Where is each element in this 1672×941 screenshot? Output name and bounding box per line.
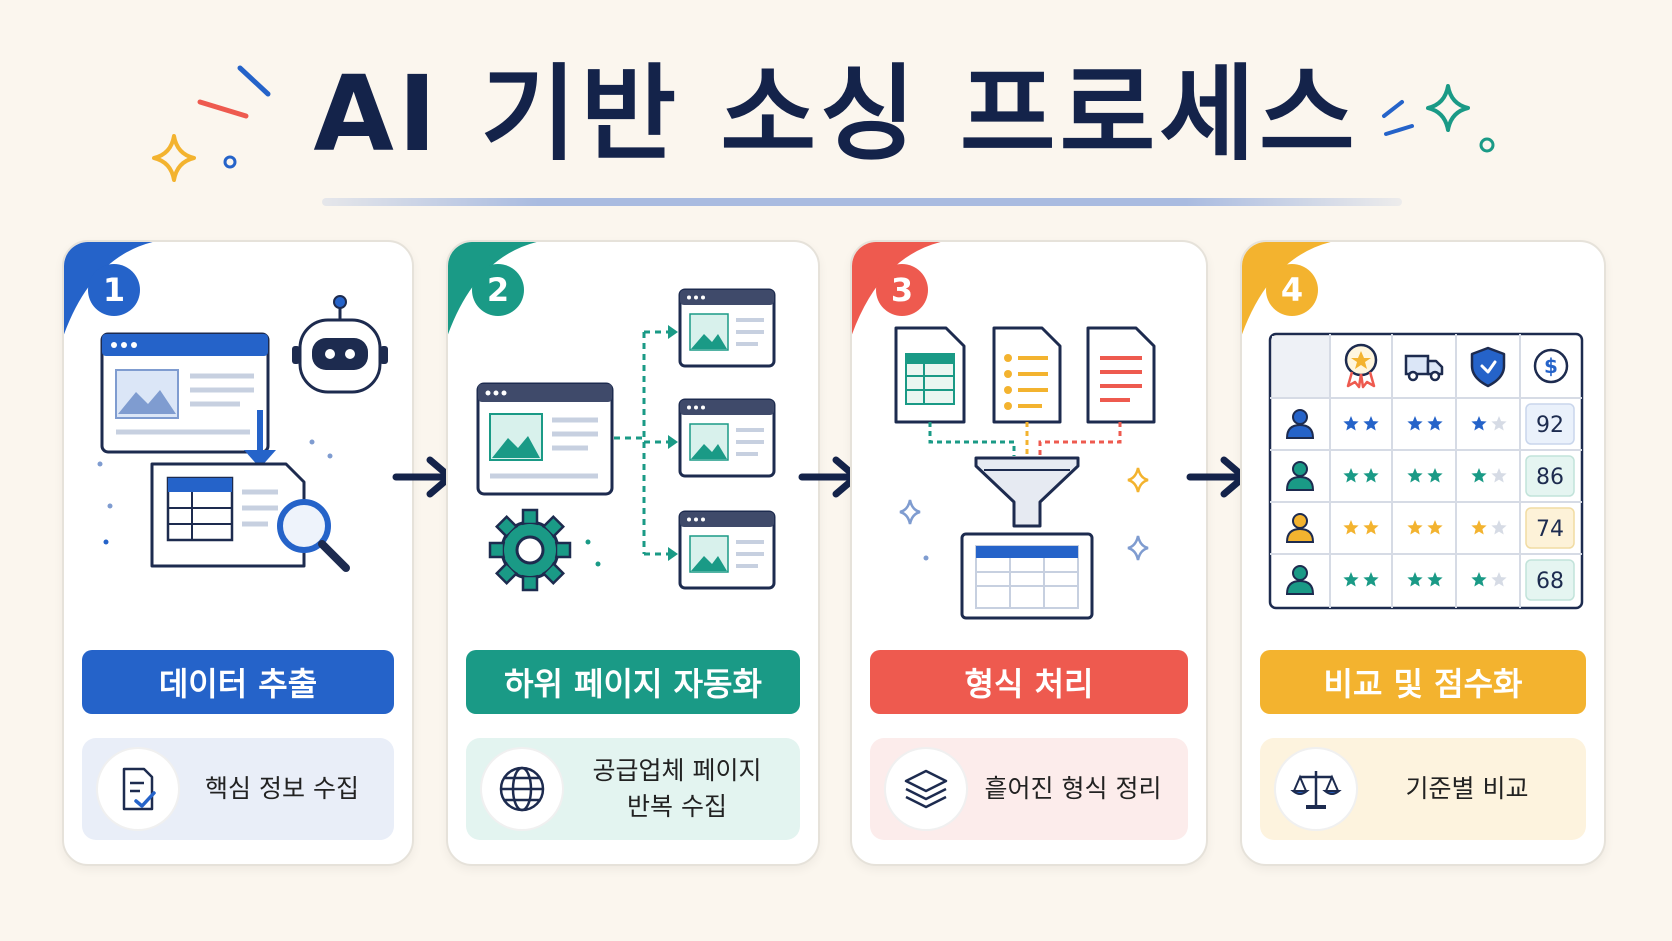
rating-star-icon xyxy=(1343,468,1359,483)
score-value: 92 xyxy=(1536,413,1564,438)
step-number-badge: 1 xyxy=(88,264,140,316)
page-title: AI 기반 소싱 프로세스 xyxy=(313,53,1359,175)
step-card-2: 2 xyxy=(446,240,820,866)
card-corner-accent xyxy=(448,242,537,335)
card-corner-accent xyxy=(64,242,153,335)
rating-star-icon xyxy=(1407,416,1423,431)
step-sub-line: 공급업체 페이지 xyxy=(592,755,762,785)
rating-star-icon xyxy=(1471,520,1487,535)
step-sub-text: 기준별 비교 xyxy=(1405,773,1529,803)
format-processing-illustration xyxy=(894,326,1156,620)
person-icon xyxy=(1285,409,1315,439)
rating-star-icon xyxy=(1427,572,1443,587)
step-label: 하위 페이지 자동화 xyxy=(466,650,800,714)
card-corner-accent xyxy=(852,242,941,335)
subpage-automation-illustration xyxy=(476,288,776,592)
rating-star-icon xyxy=(1491,520,1507,535)
shield-icon xyxy=(1470,346,1506,388)
award-icon xyxy=(1344,343,1378,389)
truck-icon xyxy=(1404,354,1444,382)
rating-star-icon xyxy=(1471,468,1487,483)
rating-star-icon xyxy=(1471,572,1487,587)
rating-star-icon xyxy=(1343,520,1359,535)
rating-star-icon xyxy=(1427,468,1443,483)
rating-star-icon xyxy=(1363,572,1379,587)
step-card-1: 1 데이터 추 xyxy=(62,240,414,866)
score-value: 74 xyxy=(1536,517,1564,542)
rating-star-icon xyxy=(1407,468,1423,483)
step-card-4: 4 $ xyxy=(1240,240,1606,866)
document-check-icon xyxy=(96,747,180,831)
step-label: 데이터 추출 xyxy=(82,650,394,714)
step-sub-line: 반복 수집 xyxy=(627,792,727,821)
step-number-badge: 2 xyxy=(472,264,524,316)
step-sub-text: 공급업체 페이지 반복 수집 xyxy=(564,753,800,826)
step-sub-panel: 흩어진 형식 정리 xyxy=(870,738,1188,840)
rating-star-icon xyxy=(1407,520,1423,535)
sparkle-decoration-right xyxy=(1382,84,1495,153)
step-sub-text: 핵심 정보 수집 xyxy=(205,773,359,803)
person-icon xyxy=(1285,565,1315,595)
step-sub-text: 흩어진 형식 정리 xyxy=(984,773,1162,803)
card-corner-accent xyxy=(1242,242,1331,335)
comparison-table-illustration: $ 92 86 74 68 xyxy=(1268,332,1584,610)
rating-star-icon xyxy=(1491,416,1507,431)
step-sub-panel: 기준별 비교 xyxy=(1260,738,1586,840)
step-number-badge: 3 xyxy=(876,264,928,316)
score-value: 86 xyxy=(1536,465,1564,490)
score-value: 68 xyxy=(1536,569,1564,594)
scale-icon xyxy=(1274,747,1358,831)
step-number-badge: 4 xyxy=(1266,264,1318,316)
title-underline xyxy=(322,198,1402,206)
step-sub-panel: 공급업체 페이지 반복 수집 xyxy=(466,738,800,840)
dollar-icon: $ xyxy=(1533,348,1569,384)
step-label: 형식 처리 xyxy=(870,650,1188,714)
person-icon xyxy=(1285,513,1315,543)
sparkle-decoration-left xyxy=(152,65,271,182)
gear-icon xyxy=(488,508,572,592)
step-card-3: 3 xyxy=(850,240,1208,866)
rating-star-icon xyxy=(1363,416,1379,431)
layers-icon xyxy=(884,747,968,831)
rating-star-icon xyxy=(1343,572,1359,587)
globe-icon xyxy=(480,747,564,831)
rating-star-icon xyxy=(1427,416,1443,431)
rating-star-icon xyxy=(1343,416,1359,431)
rating-star-icon xyxy=(1491,468,1507,483)
rating-star-icon xyxy=(1491,572,1507,587)
rating-star-icon xyxy=(1407,572,1423,587)
svg-text:$: $ xyxy=(1544,354,1558,378)
step-sub-panel: 핵심 정보 수집 xyxy=(82,738,394,840)
step-label: 비교 및 점수화 xyxy=(1260,650,1586,714)
rating-star-icon xyxy=(1471,416,1487,431)
person-icon xyxy=(1285,461,1315,491)
data-extraction-illustration xyxy=(97,295,388,572)
rating-star-icon xyxy=(1427,520,1443,535)
rating-star-icon xyxy=(1363,520,1379,535)
rating-star-icon xyxy=(1363,468,1379,483)
